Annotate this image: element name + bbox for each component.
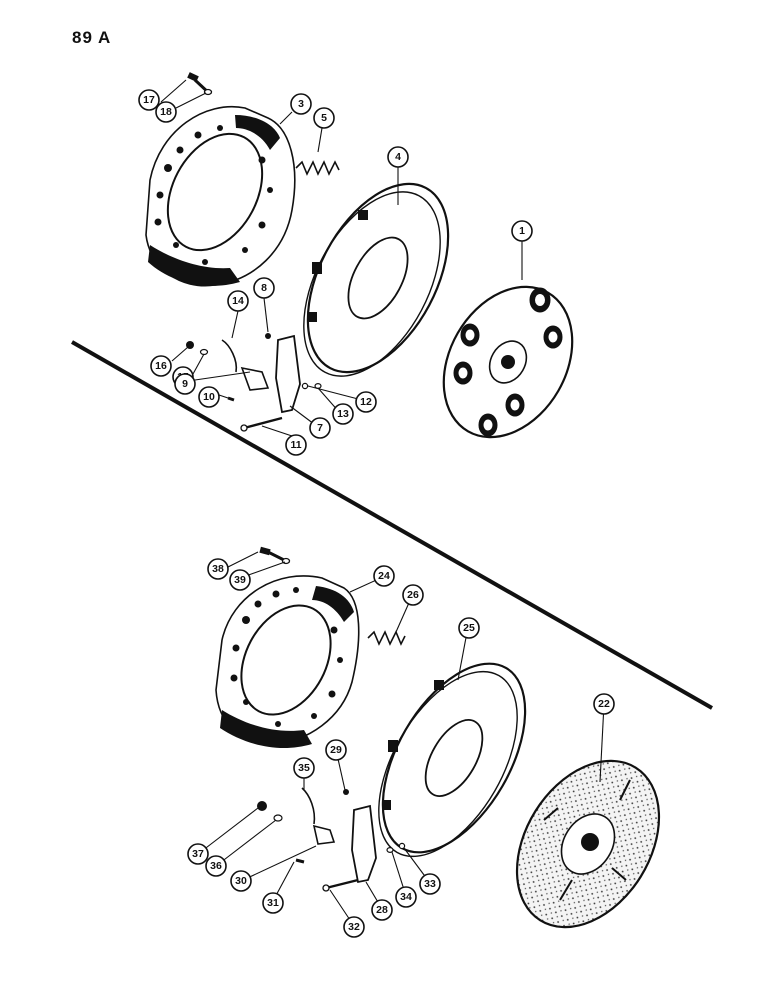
release-lever-parts-lower xyxy=(257,787,406,892)
svg-text:25: 25 xyxy=(463,622,475,634)
callout-7: 7 xyxy=(309,417,331,439)
callout-32: 32 xyxy=(343,916,365,938)
callout-24: 24 xyxy=(373,565,395,587)
callout-1: 1 xyxy=(511,220,533,242)
callout-17: 17 xyxy=(138,89,160,111)
callout-35: 35 xyxy=(293,757,315,779)
svg-text:18: 18 xyxy=(160,106,172,118)
clutch-cover-lower xyxy=(215,575,360,749)
cap-screw-lower xyxy=(259,546,291,565)
callout-34: 34 xyxy=(395,886,417,908)
svg-text:24: 24 xyxy=(378,570,390,582)
callout-5: 5 xyxy=(313,107,335,129)
page-number: 89 A xyxy=(72,28,112,47)
svg-text:8: 8 xyxy=(261,282,267,294)
callout-3: 3 xyxy=(290,93,312,115)
pressure-plate-upper xyxy=(303,182,450,377)
svg-text:33: 33 xyxy=(424,878,436,890)
section-divider-line xyxy=(71,340,713,710)
svg-text:34: 34 xyxy=(400,891,412,903)
release-lever-parts-upper xyxy=(186,333,322,432)
svg-text:12: 12 xyxy=(360,396,372,408)
svg-text:39: 39 xyxy=(234,574,246,586)
callout-22: 22 xyxy=(593,693,615,715)
callout-37: 37 xyxy=(187,843,209,865)
callout-30: 30 xyxy=(230,870,252,892)
pressure-spring-lower xyxy=(367,630,406,646)
svg-text:10: 10 xyxy=(203,391,215,403)
svg-text:9: 9 xyxy=(182,378,188,390)
driven-disc-upper xyxy=(442,285,574,439)
svg-text:16: 16 xyxy=(155,360,167,372)
svg-text:13: 13 xyxy=(337,408,349,420)
callout-10: 10 xyxy=(198,386,220,408)
svg-text:22: 22 xyxy=(598,698,610,710)
callout-9: 9 xyxy=(174,373,196,395)
svg-text:4: 4 xyxy=(395,151,401,163)
svg-text:38: 38 xyxy=(212,563,224,575)
svg-text:5: 5 xyxy=(321,112,327,124)
callout-29: 29 xyxy=(325,739,347,761)
callout-39: 39 xyxy=(229,569,251,591)
svg-text:36: 36 xyxy=(210,860,222,872)
callout-8: 8 xyxy=(253,277,275,299)
svg-text:35: 35 xyxy=(298,762,310,774)
cap-screw-upper xyxy=(187,72,213,96)
svg-text:37: 37 xyxy=(192,848,204,860)
svg-text:7: 7 xyxy=(317,422,323,434)
driven-disc-lower xyxy=(515,759,661,929)
clutch-cover-upper xyxy=(145,106,296,287)
callout-31: 31 xyxy=(262,892,284,914)
svg-text:29: 29 xyxy=(330,744,342,756)
callout-26: 26 xyxy=(402,584,424,606)
svg-text:30: 30 xyxy=(235,875,247,887)
svg-text:28: 28 xyxy=(376,904,388,916)
svg-text:26: 26 xyxy=(407,589,419,601)
callout-36: 36 xyxy=(205,855,227,877)
callout-38: 38 xyxy=(207,558,229,580)
callout-11: 11 xyxy=(285,434,307,456)
callout-16: 16 xyxy=(150,355,172,377)
pressure-spring-upper xyxy=(295,160,340,176)
svg-text:1: 1 xyxy=(519,225,525,237)
pressure-plate-lower xyxy=(378,662,527,858)
callout-28: 28 xyxy=(371,899,393,921)
callout-33: 33 xyxy=(419,873,441,895)
callout-12: 12 xyxy=(355,391,377,413)
svg-text:14: 14 xyxy=(232,295,244,307)
leader-lines xyxy=(160,79,605,927)
svg-text:32: 32 xyxy=(348,921,360,933)
callout-13: 13 xyxy=(332,403,354,425)
callout-18: 18 xyxy=(155,101,177,123)
callout-25: 25 xyxy=(458,617,480,639)
svg-text:3: 3 xyxy=(298,98,304,110)
svg-text:17: 17 xyxy=(143,94,155,106)
callout-4: 4 xyxy=(387,146,409,168)
callout-14: 14 xyxy=(227,290,249,312)
svg-text:31: 31 xyxy=(267,897,279,909)
svg-text:11: 11 xyxy=(290,439,301,451)
